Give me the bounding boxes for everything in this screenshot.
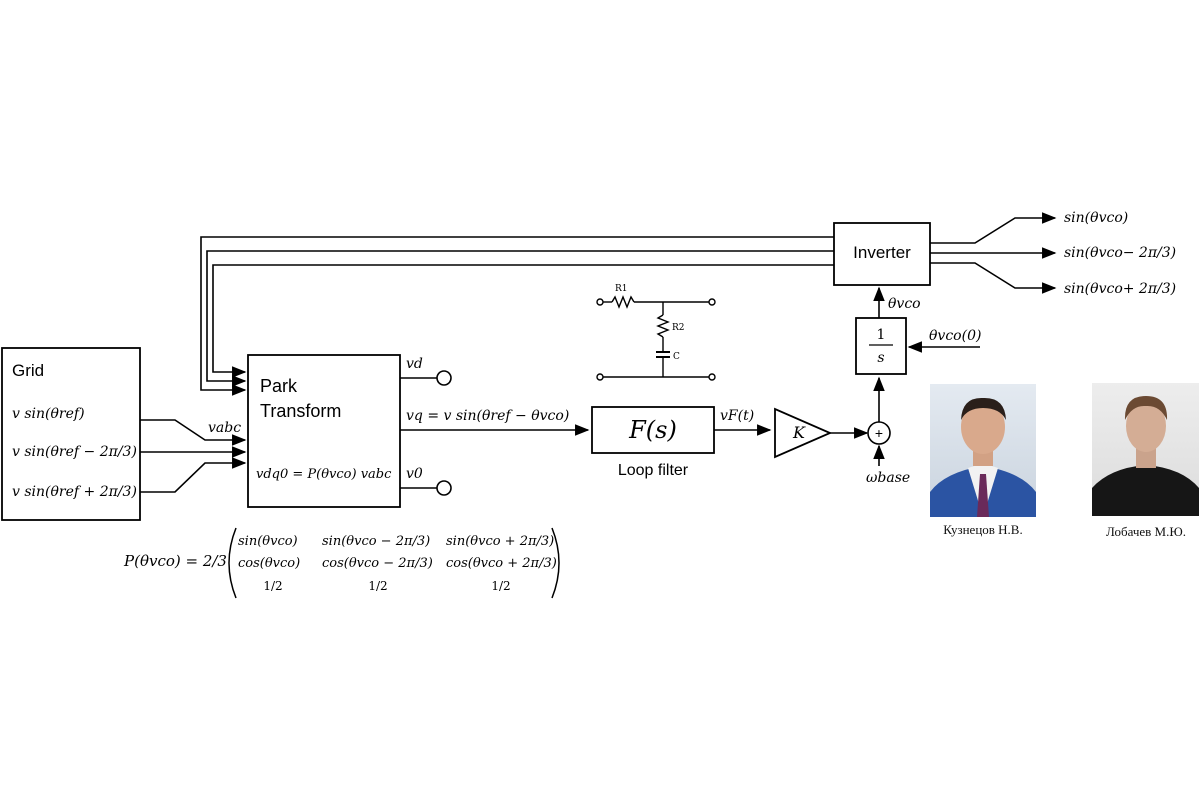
park-formula: vdq0 = P(θvco) vabc: [256, 467, 392, 482]
feedback-wires: [200, 236, 834, 396]
park-matrix: P(θvco) = 2/3 sin(θvco) sin(θvco − 2π/3)…: [123, 527, 560, 599]
r2-label: R2: [672, 323, 685, 333]
rc-circuit: [596, 295, 716, 381]
grid-title: Grid: [12, 361, 44, 380]
theta-vco-label: θvco: [888, 296, 921, 312]
matrix-cell: 1/2: [263, 579, 282, 593]
park-transform-block: [247, 354, 401, 508]
photo-kuznetsov: [930, 384, 1036, 517]
r1-label: R1: [615, 284, 628, 294]
inverter-outputs: [930, 212, 1057, 294]
photo-caption-lobachev: Лобачев М.Ю.: [1106, 524, 1186, 539]
grid-signal-3: v sin(θref + 2π/3): [12, 484, 137, 500]
loop-filter-transfer: F(s): [628, 416, 677, 444]
v0-label: v0: [406, 466, 423, 482]
park-title-line2: Transform: [260, 401, 341, 421]
sum-symbol: +: [875, 425, 883, 441]
inverter-out-3: sin(θvco+ 2π/3): [1064, 281, 1176, 297]
loop-filter-caption: Loop filter: [618, 462, 689, 479]
gain-label: K: [792, 423, 806, 442]
park-title-line1: Park: [260, 376, 298, 396]
ic-label: θvco(0): [929, 328, 981, 344]
matrix-cell: sin(θvco + 2π/3): [446, 534, 554, 549]
integrator-num: 1: [877, 327, 886, 343]
vq-label: vq = v sin(θref − θvco): [406, 408, 569, 424]
matrix-lhs: P(θvco) = 2/3: [123, 552, 227, 570]
c-label: C: [673, 352, 680, 362]
vf-label: vF(t): [720, 408, 754, 424]
matrix-cell: sin(θvco − 2π/3): [322, 534, 430, 549]
matrix-cell: sin(θvco): [238, 534, 298, 549]
vabc-label: vabc: [208, 420, 241, 436]
omega-base-label: ωbase: [866, 470, 910, 486]
vabc-wires: [140, 419, 247, 493]
matrix-cell: cos(θvco − 2π/3): [322, 556, 433, 571]
integrator-block: [855, 317, 907, 375]
gain-block: [774, 407, 833, 459]
photo-lobachev: [1092, 383, 1199, 516]
matrix-cell: cos(θvco): [238, 556, 300, 571]
park-outputs: [400, 370, 590, 496]
grid-signal-1: v sin(θref): [12, 406, 85, 422]
inverter-out-1: sin(θvco): [1064, 210, 1128, 226]
vd-label: vd: [406, 356, 423, 372]
matrix-left-paren: [228, 527, 237, 599]
matrix-cell: 1/2: [368, 579, 387, 593]
matrix-cell: 1/2: [491, 579, 510, 593]
matrix-cell: cos(θvco + 2π/3): [446, 556, 557, 571]
inverter-block: [833, 222, 931, 286]
inverter-title: Inverter: [853, 243, 911, 262]
matrix-right-paren: [551, 527, 560, 599]
inverter-out-2: sin(θvco− 2π/3): [1064, 245, 1176, 261]
integrator-den: s: [877, 350, 884, 366]
photo-caption-kuznetsov: Кузнецов Н.В.: [943, 522, 1022, 537]
grid-block: [1, 347, 141, 521]
grid-signal-2: v sin(θref − 2π/3): [12, 444, 137, 460]
